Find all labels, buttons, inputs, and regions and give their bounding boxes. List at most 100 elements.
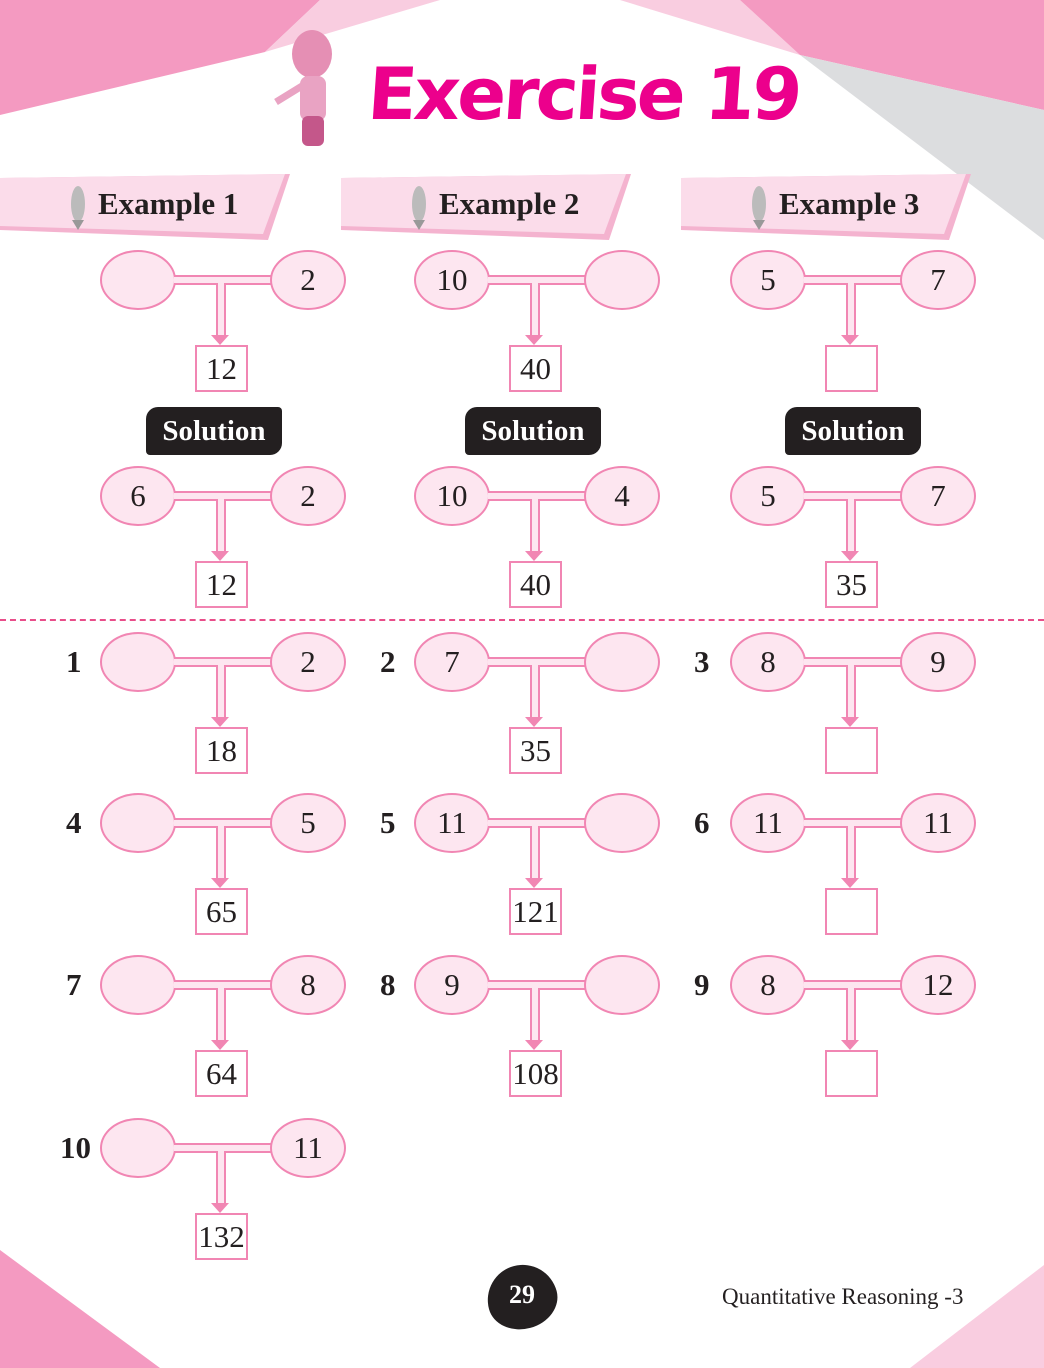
example-label: Example 2	[439, 186, 580, 221]
question-diagram: 11 121	[414, 793, 674, 938]
arrow-shaft	[846, 665, 856, 717]
result-box[interactable]: 12	[195, 561, 248, 608]
example-problem-diagram: 10 40	[414, 250, 674, 395]
example-label: Example 3	[779, 186, 920, 221]
result-box[interactable]	[825, 345, 878, 392]
right-oval[interactable]: 12	[900, 955, 976, 1015]
arrow-shaft	[846, 499, 856, 551]
result-box[interactable]: 132	[195, 1213, 248, 1260]
question-number: 8	[380, 967, 396, 1002]
solution-label: Solution	[785, 407, 921, 455]
arrow-shaft	[846, 283, 856, 335]
arrow-shaft	[530, 499, 540, 551]
left-oval[interactable]: 5	[730, 466, 806, 526]
arrow-shaft	[216, 283, 226, 335]
question-diagram: 8 64	[100, 955, 360, 1100]
left-oval[interactable]	[100, 793, 176, 853]
question-diagram: 11 11	[730, 793, 990, 938]
arrow-down-icon	[211, 1203, 229, 1213]
result-box[interactable]: 12	[195, 345, 248, 392]
left-oval[interactable]: 11	[414, 793, 490, 853]
right-oval[interactable]: 8	[270, 955, 346, 1015]
arrow-shaft	[216, 826, 226, 878]
right-oval[interactable]	[584, 632, 660, 692]
result-box[interactable]: 18	[195, 727, 248, 774]
right-oval[interactable]	[584, 955, 660, 1015]
page-title: Exercise 19	[365, 52, 803, 136]
example-solution-diagram: 10 4 40	[414, 466, 674, 611]
question-number: 2	[380, 644, 396, 679]
result-box[interactable]: 64	[195, 1050, 248, 1097]
result-box[interactable]: 65	[195, 888, 248, 935]
right-oval[interactable]: 5	[270, 793, 346, 853]
question-number: 4	[66, 805, 82, 840]
result-box[interactable]: 40	[509, 345, 562, 392]
left-oval[interactable]: 8	[730, 632, 806, 692]
question-diagram: 8 9	[730, 632, 990, 777]
arrow-shaft	[530, 283, 540, 335]
left-oval[interactable]: 7	[414, 632, 490, 692]
left-oval[interactable]: 10	[414, 250, 490, 310]
right-oval[interactable]: 11	[900, 793, 976, 853]
left-oval[interactable]: 9	[414, 955, 490, 1015]
right-oval[interactable]: 2	[270, 466, 346, 526]
question-number: 7	[66, 967, 82, 1002]
solution-label: Solution	[146, 407, 282, 455]
left-oval[interactable]: 8	[730, 955, 806, 1015]
left-oval[interactable]	[100, 1118, 176, 1178]
result-box[interactable]: 121	[509, 888, 562, 935]
arrow-down-icon	[841, 1040, 859, 1050]
right-oval[interactable]: 7	[900, 250, 976, 310]
result-box[interactable]: 108	[509, 1050, 562, 1097]
right-oval[interactable]	[584, 793, 660, 853]
left-oval[interactable]: 5	[730, 250, 806, 310]
example-solution-diagram: 5 7 35	[730, 466, 990, 611]
arrow-shaft	[846, 988, 856, 1040]
result-box[interactable]: 35	[509, 727, 562, 774]
question-number: 3	[694, 644, 710, 679]
right-oval[interactable]: 7	[900, 466, 976, 526]
question-number: 5	[380, 805, 396, 840]
example-banner	[0, 174, 290, 240]
example-solution-diagram: 6 2 12	[100, 466, 360, 611]
arrow-down-icon	[525, 335, 543, 345]
left-oval[interactable]	[100, 250, 176, 310]
arrow-shaft	[216, 499, 226, 551]
result-box[interactable]	[825, 1050, 878, 1097]
arrow-shaft	[530, 665, 540, 717]
right-oval[interactable]: 11	[270, 1118, 346, 1178]
arrow-down-icon	[525, 717, 543, 727]
page-number: 29	[509, 1280, 535, 1309]
left-oval[interactable]: 11	[730, 793, 806, 853]
arrow-down-icon	[525, 878, 543, 888]
arrow-down-icon	[211, 717, 229, 727]
left-oval[interactable]: 10	[414, 466, 490, 526]
right-oval[interactable]: 2	[270, 250, 346, 310]
solution-label: Solution	[465, 407, 601, 455]
question-number: 6	[694, 805, 710, 840]
right-oval[interactable]	[584, 250, 660, 310]
arrow-down-icon	[525, 551, 543, 561]
question-number: 1	[66, 644, 82, 679]
left-oval[interactable]	[100, 955, 176, 1015]
left-oval[interactable]	[100, 632, 176, 692]
left-oval[interactable]: 6	[100, 466, 176, 526]
question-number: 10	[60, 1130, 91, 1165]
arrow-down-icon	[211, 551, 229, 561]
result-box[interactable]: 40	[509, 561, 562, 608]
section-divider	[0, 619, 1044, 621]
arrow-shaft	[530, 988, 540, 1040]
right-oval[interactable]: 2	[270, 632, 346, 692]
example-problem-diagram: 2 12	[100, 250, 360, 395]
result-box[interactable]	[825, 727, 878, 774]
arrow-shaft	[216, 988, 226, 1040]
right-oval[interactable]: 9	[900, 632, 976, 692]
result-box[interactable]	[825, 888, 878, 935]
right-oval[interactable]: 4	[584, 466, 660, 526]
arrow-down-icon	[841, 878, 859, 888]
arrow-shaft	[846, 826, 856, 878]
question-diagram: 2 18	[100, 632, 360, 777]
result-box[interactable]: 35	[825, 561, 878, 608]
